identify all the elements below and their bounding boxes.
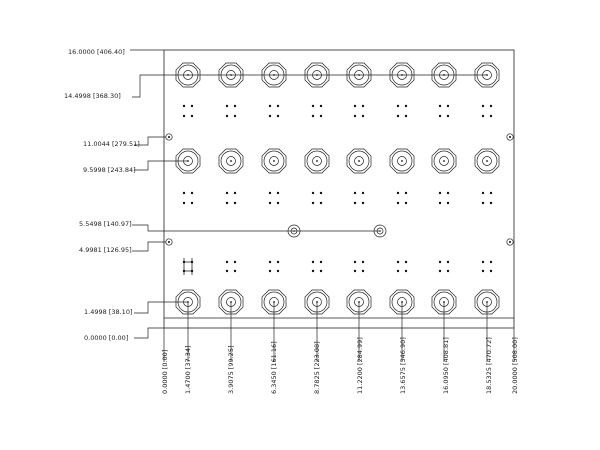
pin-hole-group [353,104,365,118]
dimension-leader [132,74,487,98]
jack-socket [261,148,287,174]
mounting-hole [506,238,514,246]
pin-hole-groups [182,104,493,275]
pin-hole-group [225,260,237,273]
pin-hole-group [353,260,365,273]
pin-hole-group [311,191,323,205]
jack-socket [389,148,415,174]
jack-socket [474,148,500,174]
dimension-leader [132,241,166,252]
jack-rows [175,62,500,315]
dimension-leader [134,327,164,339]
pin-hole-group [182,191,194,205]
pin-hole-group [268,191,280,205]
dim-label-x-1-4700: 1.4700 [37.34] [184,346,192,395]
dimension-leader [134,301,188,314]
mounting-hole [165,238,173,246]
pin-hole-group [353,191,365,205]
pin-hole-group [182,258,194,275]
dim-label-y-1-4998: 1.4998 [38.10] [84,308,133,316]
dim-label-x-0-0000: 0.0000 [0.00] [161,350,169,394]
dim-label-x-13-6575: 13.6575 [346.90] [399,337,407,394]
dimension-leader [132,224,380,232]
dim-label-y-4-9981: 4.9981 [126.95] [79,246,132,254]
dim-label-x-18-5325: 18.5325 [470.72] [485,337,493,394]
dimension-leaders [130,49,515,362]
bottom-dimension-labels: 0.0000 [0.00] 1.4700 [37.34] 3.9075 [99.… [161,337,519,394]
dimension-leader [134,160,188,171]
mounting-hole [165,133,173,141]
jack-socket [346,148,372,174]
pin-hole-group [311,260,323,273]
dimension-leader [134,136,166,146]
pin-hole-group [481,191,493,205]
dim-label-x-6-3450: 6.3450 [161.16] [270,341,278,394]
pin-hole-group [396,260,408,273]
left-dimension-labels: 16.0000 [406.40] 14.4998 [368.30] 11.004… [64,48,140,342]
dim-label-y-5-5498: 5.5498 [140.97] [79,220,132,228]
dim-label-x-20-0000: 20.0000 [508.00] [511,337,519,394]
pin-hole-group [396,104,408,118]
pin-hole-group [481,260,493,273]
pin-hole-group [268,104,280,118]
dim-label-y-9-5998: 9.5998 [243.84] [83,166,136,174]
dim-label-x-16-0950: 16.0950 [408.81] [442,337,450,394]
pin-hole-group [268,260,280,273]
pin-hole-group [311,104,323,118]
dim-label-y-14-4998: 14.4998 [368.30] [64,92,121,100]
jack-socket [218,148,244,174]
mounting-hole [506,133,514,141]
pin-hole-group [481,104,493,118]
dim-label-y-11-0044: 11.0044 [279.51] [83,140,140,148]
pin-hole-group [225,104,237,118]
jack-socket [304,148,330,174]
pin-hole-group [438,191,450,205]
dim-label-y-0-0000: 0.0000 [0.00] [84,334,128,342]
dim-label-x-8-7825: 8.7825 [223.08] [313,341,321,394]
pin-hole-group [396,191,408,205]
dim-label-y-16-0000: 16.0000 [406.40] [68,48,125,56]
pin-hole-group [225,191,237,205]
panel-outline [163,49,515,329]
mounting-holes [165,133,514,246]
dim-label-x-3-9075: 3.9075 [99.25] [227,346,235,395]
dim-label-x-11-2200: 11.2200 [284.99] [356,337,364,394]
pin-hole-group [438,260,450,273]
jack-socket [431,148,457,174]
pin-hole-group [182,104,194,118]
pin-hole-group [438,104,450,118]
